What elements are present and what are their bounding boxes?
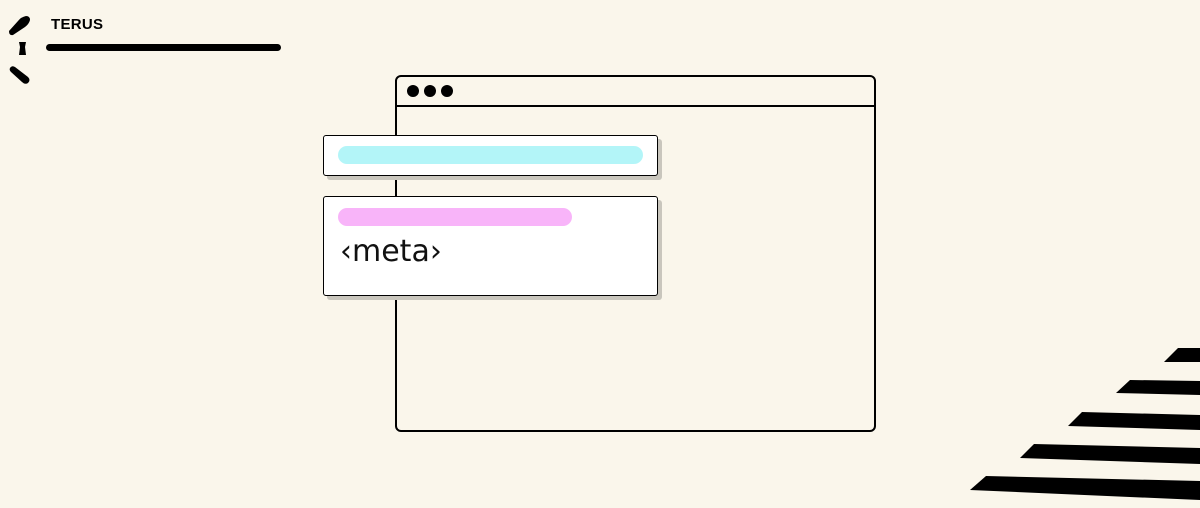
brand-underline	[46, 44, 281, 51]
window-dot-1	[407, 85, 419, 97]
pink-placeholder-bar	[338, 208, 572, 226]
window-dot-2	[424, 85, 436, 97]
brand-name: TERUS	[51, 16, 104, 33]
terus-logo-icon	[9, 16, 30, 84]
meta-tag-card: ‹meta›	[323, 196, 658, 296]
window-dot-3	[441, 85, 453, 97]
cyan-placeholder-bar	[338, 146, 643, 164]
diagonal-stripes-decoration	[970, 348, 1200, 500]
meta-tag-text: ‹meta›	[340, 234, 442, 269]
browser-titlebar	[397, 77, 874, 107]
search-result-card-top	[323, 135, 658, 176]
